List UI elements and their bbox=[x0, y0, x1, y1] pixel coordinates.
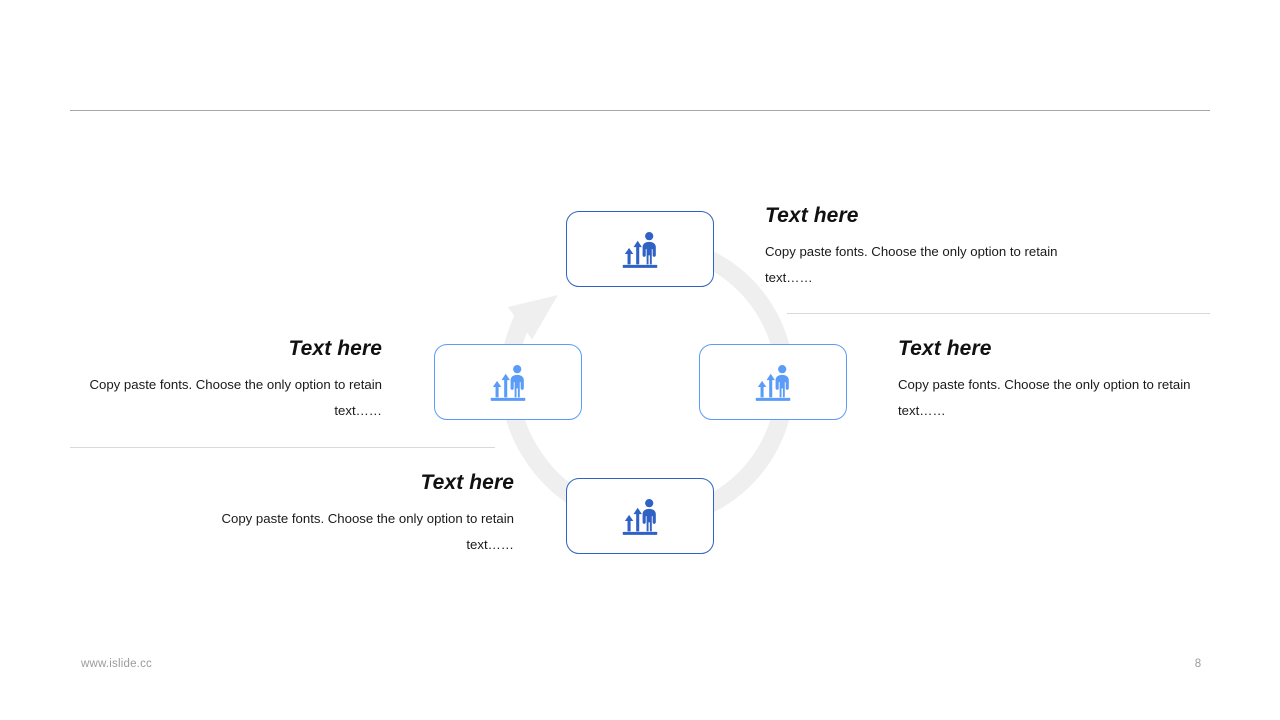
cycle-node-bottom-text: Text here Copy paste fonts. Choose the o… bbox=[214, 471, 514, 558]
cycle-node-top-text: Text here Copy paste fonts. Choose the o… bbox=[765, 204, 1065, 291]
cycle-node-right-body: Copy paste fonts. Choose the only option… bbox=[898, 377, 1191, 419]
growth-person-icon bbox=[755, 365, 791, 401]
footer-watermark: www.islide.cc bbox=[81, 658, 152, 670]
cycle-node-top-icon-box[interactable] bbox=[566, 211, 714, 287]
cycle-node-right-icon-box[interactable] bbox=[699, 344, 847, 420]
growth-person-icon bbox=[622, 232, 658, 268]
left-text-divider bbox=[70, 447, 495, 448]
cycle-node-left-body: Copy paste fonts. Choose the only option… bbox=[89, 377, 382, 419]
cycle-node-top-heading: Text here bbox=[765, 204, 859, 227]
cycle-node-bottom-icon-box[interactable] bbox=[566, 478, 714, 554]
header-divider bbox=[70, 110, 1210, 111]
growth-person-icon bbox=[622, 499, 658, 535]
cycle-node-left-heading: Text here bbox=[288, 337, 382, 360]
cycle-node-bottom-heading: Text here bbox=[420, 471, 514, 494]
cycle-node-right-text: Text here Copy paste fonts. Choose the o… bbox=[898, 337, 1198, 424]
page-number: 8 bbox=[1194, 658, 1202, 670]
growth-person-icon bbox=[490, 365, 526, 401]
cycle-node-left-icon-box[interactable] bbox=[434, 344, 582, 420]
cycle-node-left-text: Text here Copy paste fonts. Choose the o… bbox=[82, 337, 382, 424]
cycle-node-right-heading: Text here bbox=[898, 337, 992, 360]
cycle-node-bottom-body: Copy paste fonts. Choose the only option… bbox=[221, 511, 514, 553]
right-text-divider bbox=[787, 313, 1210, 314]
cycle-node-top-body: Copy paste fonts. Choose the only option… bbox=[765, 244, 1058, 286]
